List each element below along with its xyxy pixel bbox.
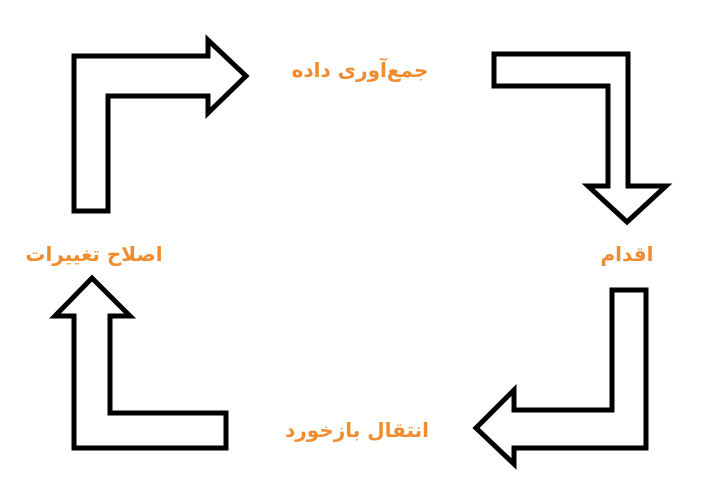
arrow-feedback-to-fix (49, 274, 229, 451)
arrow-fix-to-collect (71, 34, 250, 214)
step-label-feedback: انتقال بازخورد (284, 418, 429, 442)
step-label-collect: جمع‌آوری داده (291, 58, 429, 82)
step-label-fix: اصلاح تغییرات (25, 242, 163, 266)
step-label-action: اقدام (600, 242, 654, 266)
arrow-action-to-feedback (472, 287, 649, 470)
arrow-collect-to-action (491, 51, 673, 226)
